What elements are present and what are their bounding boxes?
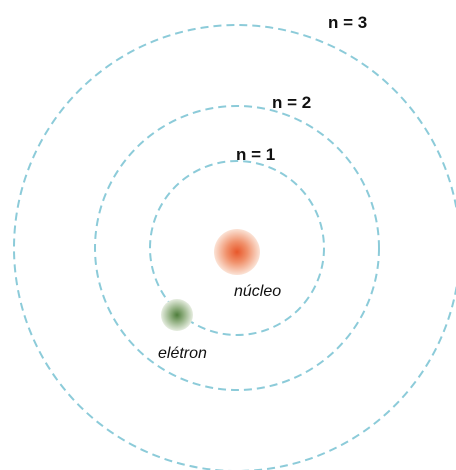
electron-label: elétron [158,345,207,362]
orbit-n2 [94,105,380,391]
orbit-label-n1: n = 1 [236,145,275,164]
nucleus-label: núcleo [234,283,281,300]
orbit-n1 [149,160,325,336]
orbit-label-n2: n = 2 [272,93,311,112]
nucleus [214,229,260,275]
orbit-label-n3: n = 3 [328,13,367,32]
electron [161,299,193,331]
